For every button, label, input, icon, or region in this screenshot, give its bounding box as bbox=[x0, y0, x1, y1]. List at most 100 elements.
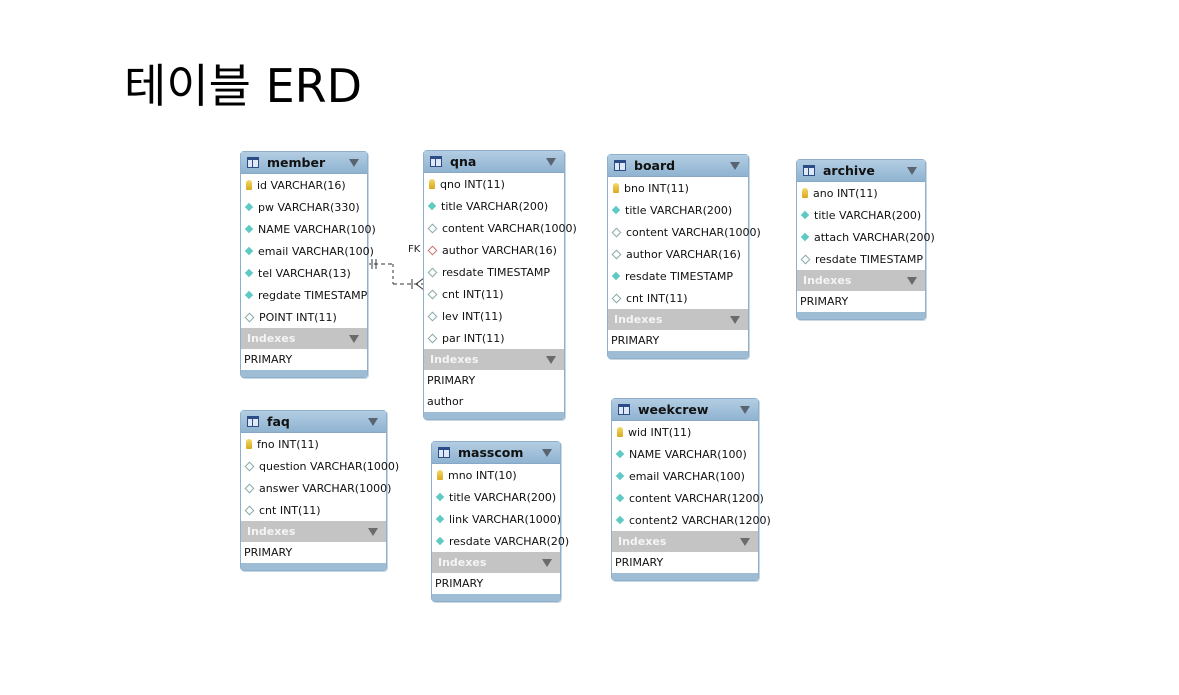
collapse-arrow-icon[interactable] bbox=[740, 405, 750, 414]
table-header[interactable]: faq bbox=[241, 411, 386, 433]
collapse-arrow-icon[interactable] bbox=[907, 276, 917, 285]
column-label: title VARCHAR(200) bbox=[814, 208, 922, 222]
column-row[interactable]: resdate TIMESTAMP bbox=[424, 261, 564, 283]
column-label: title VARCHAR(200) bbox=[625, 203, 733, 217]
column-row[interactable]: title VARCHAR(200) bbox=[797, 204, 925, 226]
collapse-arrow-icon[interactable] bbox=[349, 334, 359, 343]
collapse-arrow-icon[interactable] bbox=[546, 157, 556, 166]
index-row[interactable]: PRIMARY bbox=[244, 546, 293, 559]
column-row[interactable]: regdate TIMESTAMP bbox=[241, 284, 367, 306]
table-qna[interactable]: qna qno INT(11) title VARCHAR(200) conte… bbox=[423, 150, 577, 420]
column-row[interactable]: content VARCHAR(1000) bbox=[608, 221, 761, 243]
nullable-column-icon bbox=[611, 249, 622, 259]
not-null-column-icon bbox=[615, 515, 625, 525]
not-null-column-icon bbox=[615, 449, 625, 459]
column-row[interactable]: attach VARCHAR(200) bbox=[797, 226, 935, 248]
column-row[interactable]: POINT INT(11) bbox=[241, 306, 367, 328]
table-archive[interactable]: archive ano INT(11) title VARCHAR(200) a… bbox=[796, 159, 935, 320]
collapse-arrow-icon[interactable] bbox=[907, 166, 917, 175]
column-row[interactable]: bno INT(11) bbox=[608, 177, 748, 199]
column-row[interactable]: tel VARCHAR(13) bbox=[241, 262, 367, 284]
column-row[interactable]: title VARCHAR(200) bbox=[424, 195, 564, 217]
table-faq[interactable]: faq fno INT(11) question VARCHAR(1000) a… bbox=[240, 410, 399, 571]
column-row[interactable]: par INT(11) bbox=[424, 327, 564, 349]
collapse-arrow-icon[interactable] bbox=[368, 527, 378, 536]
table-header[interactable]: masscom bbox=[432, 442, 560, 464]
table-header[interactable]: archive bbox=[797, 160, 925, 182]
indexes-header[interactable]: Indexes bbox=[608, 309, 748, 330]
column-row[interactable]: cnt INT(11) bbox=[241, 499, 386, 521]
collapse-arrow-icon[interactable] bbox=[542, 558, 552, 567]
index-row[interactable]: PRIMARY bbox=[244, 353, 293, 366]
index-row[interactable]: PRIMARY bbox=[611, 334, 660, 347]
column-row[interactable]: lev INT(11) bbox=[424, 305, 564, 327]
column-row[interactable]: pw VARCHAR(330) bbox=[241, 196, 367, 218]
nullable-column-icon bbox=[427, 223, 438, 233]
column-row[interactable]: content2 VARCHAR(1200) bbox=[612, 509, 771, 531]
not-null-column-icon bbox=[611, 271, 621, 281]
column-row[interactable]: resdate TIMESTAMP bbox=[608, 265, 748, 287]
collapse-arrow-icon[interactable] bbox=[349, 158, 359, 167]
table-masscom[interactable]: masscom mno INT(10) title VARCHAR(200) l… bbox=[431, 441, 569, 602]
column-label: regdate TIMESTAMP bbox=[258, 288, 368, 302]
column-row[interactable]: id VARCHAR(16) bbox=[241, 174, 367, 196]
table-header[interactable]: weekcrew bbox=[612, 399, 758, 421]
column-row[interactable]: resdate TIMESTAMP bbox=[797, 248, 925, 270]
column-label: resdate VARCHAR(20) bbox=[449, 534, 570, 548]
column-row[interactable]: link VARCHAR(1000) bbox=[432, 508, 561, 530]
collapse-arrow-icon[interactable] bbox=[730, 161, 740, 170]
collapse-arrow-icon[interactable] bbox=[740, 537, 750, 546]
column-row[interactable]: wid INT(11) bbox=[612, 421, 758, 443]
table-icon bbox=[614, 160, 626, 171]
indexes-header[interactable]: Indexes bbox=[797, 270, 925, 291]
indexes-header[interactable]: Indexes bbox=[424, 349, 564, 370]
column-label: mno INT(10) bbox=[448, 468, 517, 482]
table-weekcrew[interactable]: weekcrew wid INT(11) NAME VARCHAR(100) e… bbox=[611, 398, 771, 581]
column-row[interactable]: NAME VARCHAR(100) bbox=[612, 443, 758, 465]
collapse-arrow-icon[interactable] bbox=[368, 417, 378, 426]
index-row[interactable]: author bbox=[427, 395, 464, 408]
column-row[interactable]: title VARCHAR(200) bbox=[608, 199, 748, 221]
indexes-header[interactable]: Indexes bbox=[432, 552, 560, 573]
nullable-column-icon bbox=[611, 293, 622, 303]
column-row[interactable]: fno INT(11) bbox=[241, 433, 386, 455]
column-row[interactable]: qno INT(11) bbox=[424, 173, 564, 195]
column-row[interactable]: author VARCHAR(16) bbox=[608, 243, 748, 265]
column-row[interactable]: ano INT(11) bbox=[797, 182, 925, 204]
index-row[interactable]: PRIMARY bbox=[435, 577, 484, 590]
column-row[interactable]: content VARCHAR(1200) bbox=[612, 487, 764, 509]
index-row[interactable]: PRIMARY bbox=[800, 295, 849, 308]
column-label: author VARCHAR(16) bbox=[442, 243, 557, 257]
column-label: content2 VARCHAR(1200) bbox=[629, 513, 771, 527]
column-row[interactable]: author VARCHAR(16) bbox=[424, 239, 564, 261]
indexes-header[interactable]: Indexes bbox=[241, 521, 386, 542]
table-member[interactable]: member id VARCHAR(16) pw VARCHAR(330) NA… bbox=[240, 151, 376, 378]
collapse-arrow-icon[interactable] bbox=[542, 448, 552, 457]
column-row[interactable]: cnt INT(11) bbox=[608, 287, 748, 309]
table-header[interactable]: qna bbox=[424, 151, 564, 173]
column-row[interactable]: email VARCHAR(100) bbox=[612, 465, 758, 487]
indexes-label: Indexes bbox=[614, 313, 663, 326]
indexes-header[interactable]: Indexes bbox=[612, 531, 758, 552]
index-row[interactable]: PRIMARY bbox=[427, 374, 476, 387]
collapse-arrow-icon[interactable] bbox=[730, 315, 740, 324]
not-null-column-icon bbox=[244, 224, 254, 234]
column-row[interactable]: cnt INT(11) bbox=[424, 283, 564, 305]
column-label: content VARCHAR(1200) bbox=[629, 491, 764, 505]
table-board[interactable]: board bno INT(11) title VARCHAR(200) con… bbox=[607, 154, 761, 359]
indexes-header[interactable]: Indexes bbox=[241, 328, 367, 349]
column-row[interactable]: resdate VARCHAR(20) bbox=[432, 530, 569, 552]
column-row[interactable]: question VARCHAR(1000) bbox=[241, 455, 399, 477]
column-row[interactable]: NAME VARCHAR(100) bbox=[241, 218, 376, 240]
table-name: archive bbox=[823, 163, 875, 178]
column-row[interactable]: email VARCHAR(100) bbox=[241, 240, 374, 262]
column-row[interactable]: title VARCHAR(200) bbox=[432, 486, 560, 508]
table-header[interactable]: board bbox=[608, 155, 748, 177]
column-row[interactable]: content VARCHAR(1000) bbox=[424, 217, 577, 239]
table-header[interactable]: member bbox=[241, 152, 367, 174]
table-icon bbox=[247, 416, 259, 427]
column-row[interactable]: answer VARCHAR(1000) bbox=[241, 477, 391, 499]
collapse-arrow-icon[interactable] bbox=[546, 355, 556, 364]
index-row[interactable]: PRIMARY bbox=[615, 556, 664, 569]
column-row[interactable]: mno INT(10) bbox=[432, 464, 560, 486]
